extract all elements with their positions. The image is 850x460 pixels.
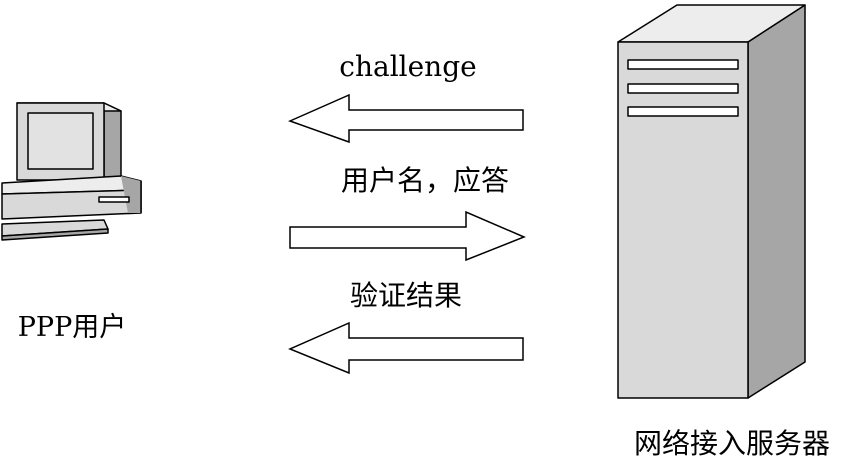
server-drive-bay	[627, 106, 739, 117]
message-label-username-response: 用户名，应答	[341, 164, 509, 197]
server-drive-bay	[627, 83, 739, 94]
server-drive-bay	[627, 59, 739, 70]
arrow-left-challenge	[287, 93, 524, 144]
network-access-server-label: 网络接入服务器	[634, 427, 830, 460]
ppp-user-computer-icon	[1, 102, 142, 241]
arrow-right-response	[289, 210, 526, 262]
arrow-left-result	[288, 321, 524, 375]
message-label-auth-result: 验证结果	[350, 279, 462, 312]
network-access-server-icon	[617, 4, 806, 399]
ppp-user-label: PPP用户	[18, 312, 127, 343]
message-label-challenge: challenge	[339, 50, 476, 83]
